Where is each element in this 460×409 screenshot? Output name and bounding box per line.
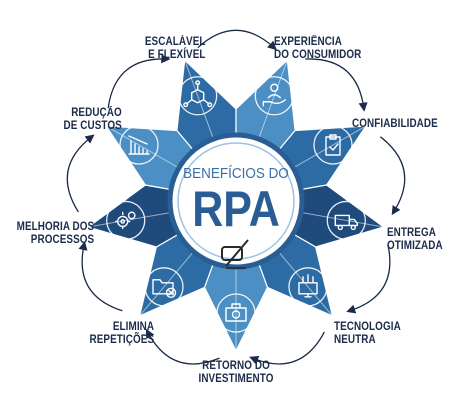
arrow-entrega xyxy=(346,244,391,314)
delivery-truck-icon xyxy=(326,200,366,241)
arrow-tecnologia xyxy=(249,331,325,365)
money-case-icon xyxy=(216,293,256,333)
label-confiabilidade: CONFIABILIDADE xyxy=(352,118,438,130)
arrow-elimina xyxy=(78,240,123,312)
person-hand-icon xyxy=(254,76,294,116)
cube-network-icon xyxy=(178,76,218,116)
arrow-reducao xyxy=(107,54,171,109)
arrow-confiabilidade xyxy=(379,136,406,216)
clipboard-check-icon xyxy=(313,125,353,165)
rpa-link-icon xyxy=(221,239,249,269)
arrow-melhoria xyxy=(66,134,95,213)
center-title: RPA xyxy=(192,181,280,237)
curved-arrows xyxy=(66,29,406,365)
gears-icon xyxy=(106,200,146,241)
arrow-experiencia xyxy=(305,58,368,112)
arrow-escalavel xyxy=(197,29,277,51)
center-badge: BENEFÍCIOS DO RPA xyxy=(167,132,305,270)
arrow-retorno xyxy=(145,328,220,365)
monitor-network-icon xyxy=(288,267,328,307)
sector-icons xyxy=(106,76,366,333)
chart-down-icon xyxy=(119,125,159,165)
folder-cross-icon xyxy=(144,267,184,307)
center-subtitle: BENEFÍCIOS DO xyxy=(183,164,289,182)
